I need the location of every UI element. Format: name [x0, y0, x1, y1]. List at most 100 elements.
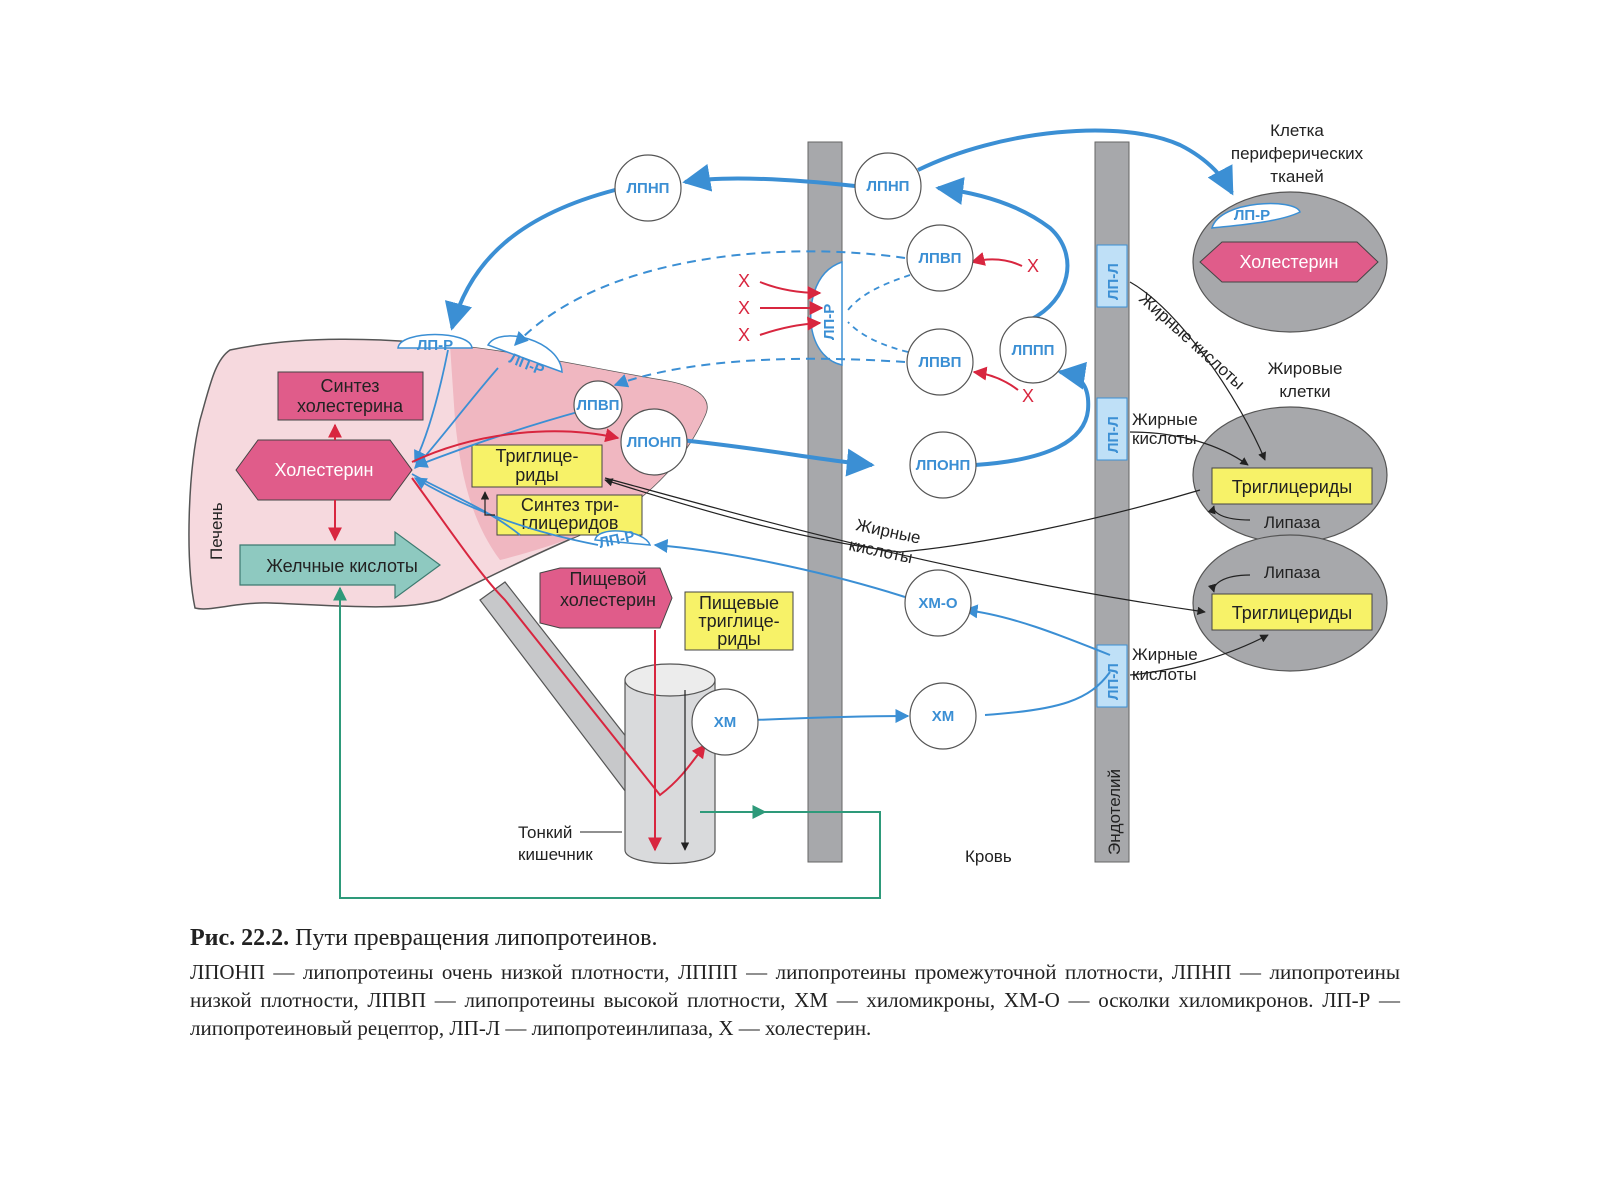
small-intestine-label-2: кишечник	[518, 845, 593, 864]
svg-text:Холестерин: Холестерин	[1240, 252, 1339, 272]
small-intestine-label-1: Тонкий	[518, 823, 572, 842]
svg-text:Липаза: Липаза	[1264, 563, 1321, 582]
tg-synthesis-arrow	[480, 491, 495, 516]
lp-lipase-band-2: ЛП-Л	[1096, 397, 1128, 461]
fat-cells-label-2: клетки	[1279, 382, 1330, 401]
blood-label: Кровь	[965, 847, 1012, 866]
x-label-3: Х	[738, 325, 750, 345]
hdl-circle-upper: ЛПВП	[906, 224, 974, 292]
peripheral-cell: ЛП-Р Холестерин	[1192, 191, 1388, 333]
hdl-circle-lower: ЛПВП	[906, 328, 974, 396]
x-arrow-hdl-lower	[972, 366, 1019, 391]
x-arrow-3	[759, 316, 822, 336]
svg-text:Синтез три-: Синтез три-	[521, 495, 619, 515]
chol-synthesis-box: Синтез холестерина	[277, 371, 424, 421]
chylomicron-circle-intestine: ХМ	[691, 688, 759, 756]
idl-to-ldl	[935, 177, 1070, 322]
x-label-2: Х	[738, 298, 750, 318]
idl-circle: ЛППП	[999, 316, 1067, 384]
fatty-acids-label-4b: кислоты	[1132, 665, 1197, 684]
x-label-1: Х	[738, 271, 750, 291]
svg-text:ЛПВП: ЛПВП	[577, 397, 620, 414]
enterohepatic-loop	[333, 586, 881, 899]
svg-text:глицеридов: глицеридов	[522, 513, 619, 533]
svg-text:ЛПВП: ЛПВП	[919, 250, 962, 267]
ldl-to-peripheral-cell	[917, 128, 1234, 196]
endothelium-label: Эндотелий	[1105, 769, 1124, 855]
svg-text:риды: риды	[717, 629, 761, 649]
svg-text:риды: риды	[515, 465, 559, 485]
chylomicron-circle-blood: ХМ	[909, 682, 977, 750]
svg-text:Триглицериды: Триглицериды	[1232, 477, 1352, 497]
x-label-5: Х	[1022, 386, 1034, 406]
x-arrow-hdl-upper	[970, 252, 1023, 267]
svg-text:ХМ: ХМ	[932, 708, 955, 725]
fatty-acids-label-4a: Жирные	[1132, 645, 1198, 664]
svg-text:ЛП-Р: ЛП-Р	[417, 337, 453, 354]
fat-cell-1: Триглицериды Липаза	[1192, 406, 1388, 544]
svg-text:Триглицериды: Триглицериды	[1232, 603, 1352, 623]
liver-triglycerides-box: Триглице- риды	[471, 444, 603, 488]
cholesterol-to-intestine-red	[411, 477, 706, 797]
chylo-remnant-to-liver	[653, 538, 906, 598]
fat-cell-2: Липаза Триглицериды	[1192, 534, 1388, 672]
ldl-blood-to-liver-ldl	[682, 163, 856, 192]
liver-label: Печень	[207, 502, 226, 560]
caption-body: ЛПОНП — липопротеины очень низкой плотно…	[190, 960, 1400, 1040]
svg-text:Холестерин: Холестерин	[275, 460, 374, 480]
liver-membrane-bar	[807, 141, 843, 863]
hdl-to-membrane-receptor-2	[847, 321, 909, 353]
hdl-to-membrane-receptor-1	[847, 274, 911, 311]
svg-text:Липаза: Липаза	[1264, 513, 1321, 532]
peripheral-cell-label-2: периферических	[1231, 144, 1364, 163]
hdl-dashed-lower	[613, 357, 906, 388]
chylo-remnant-circle: ХМ-О	[904, 569, 972, 637]
liver-vldl-to-blood	[679, 438, 875, 477]
svg-text:ЛП-Р: ЛП-Р	[1234, 207, 1270, 224]
ldl-circle-liver: ЛПНП	[614, 154, 682, 222]
svg-text:ЛПНП: ЛПНП	[627, 180, 670, 197]
svg-text:ЛПВП: ЛПВП	[919, 354, 962, 371]
svg-text:Пищевые: Пищевые	[699, 593, 779, 613]
fatty-acids-lipase-3	[1129, 634, 1269, 676]
fat-cells-label-1: Жировые	[1268, 359, 1343, 378]
svg-text:ЛП-Л: ЛП-Л	[1105, 663, 1122, 700]
lp-receptor-liver-1: ЛП-Р	[397, 333, 473, 354]
dietary-triglycerides-box: Пищевые триглице- риды	[684, 591, 794, 651]
svg-text:Желчные кислоты: Желчные кислоты	[266, 556, 418, 576]
bile-acids-arrow: Желчные кислоты	[239, 530, 442, 600]
svg-text:ЛП-Л: ЛП-Л	[1105, 416, 1122, 453]
ldl-circle-blood: ЛПНП	[854, 152, 922, 220]
lipase-arrow-1	[1207, 505, 1251, 521]
svg-text:ХМ-О: ХМ-О	[918, 595, 957, 612]
fatty-acids-lipase-2	[1129, 431, 1249, 466]
liver-cholesterol-to-vldl-blue	[411, 473, 521, 536]
dietary-cholesterol-hex: Пищевой холестерин	[539, 567, 673, 629]
lp-receptor-liver-3: ЛП-Р	[594, 528, 652, 552]
caption-title: Рис. 22.2. Пути превращения липопротеино…	[190, 925, 658, 951]
peripheral-cell-label-1: Клетка	[1270, 121, 1324, 140]
receptor-to-cholesterol-4	[413, 477, 599, 546]
hdl-circle-liver: ЛПВП	[573, 380, 623, 430]
svg-text:Синтез: Синтез	[321, 376, 380, 396]
lp-lipase-band-3: ЛП-Л	[1096, 644, 1128, 708]
fatty-acids-label-2b: кислоты	[1132, 429, 1197, 448]
fatty-acids-fat-to-liver	[604, 478, 1201, 553]
svg-text:холестерина: холестерина	[297, 396, 404, 416]
svg-text:ЛППП: ЛППП	[1012, 342, 1055, 359]
x-label-4: Х	[1027, 256, 1039, 276]
chylo-to-blood	[754, 709, 910, 724]
fatty-acids-lipase-1	[1129, 281, 1266, 461]
endothelium-to-chylo-remnant	[963, 604, 1111, 656]
fatty-acids-label-2a: Жирные	[1132, 410, 1198, 429]
tg-synthesis-box: Синтез три- глицеридов	[496, 494, 643, 536]
svg-text:ХМ: ХМ	[714, 714, 737, 731]
liver-cholesterol-hex: Холестерин	[235, 439, 413, 501]
svg-text:Триглице-: Триглице-	[496, 446, 579, 466]
svg-text:триглице-: триглице-	[698, 611, 779, 631]
svg-text:ЛП-Р: ЛП-Р	[821, 304, 838, 340]
vldl-to-idl	[974, 361, 1091, 467]
cholesterol-to-vldl-red	[411, 428, 620, 463]
figure-caption: Рис. 22.2. Пути превращения липопротеино…	[190, 925, 1400, 1042]
